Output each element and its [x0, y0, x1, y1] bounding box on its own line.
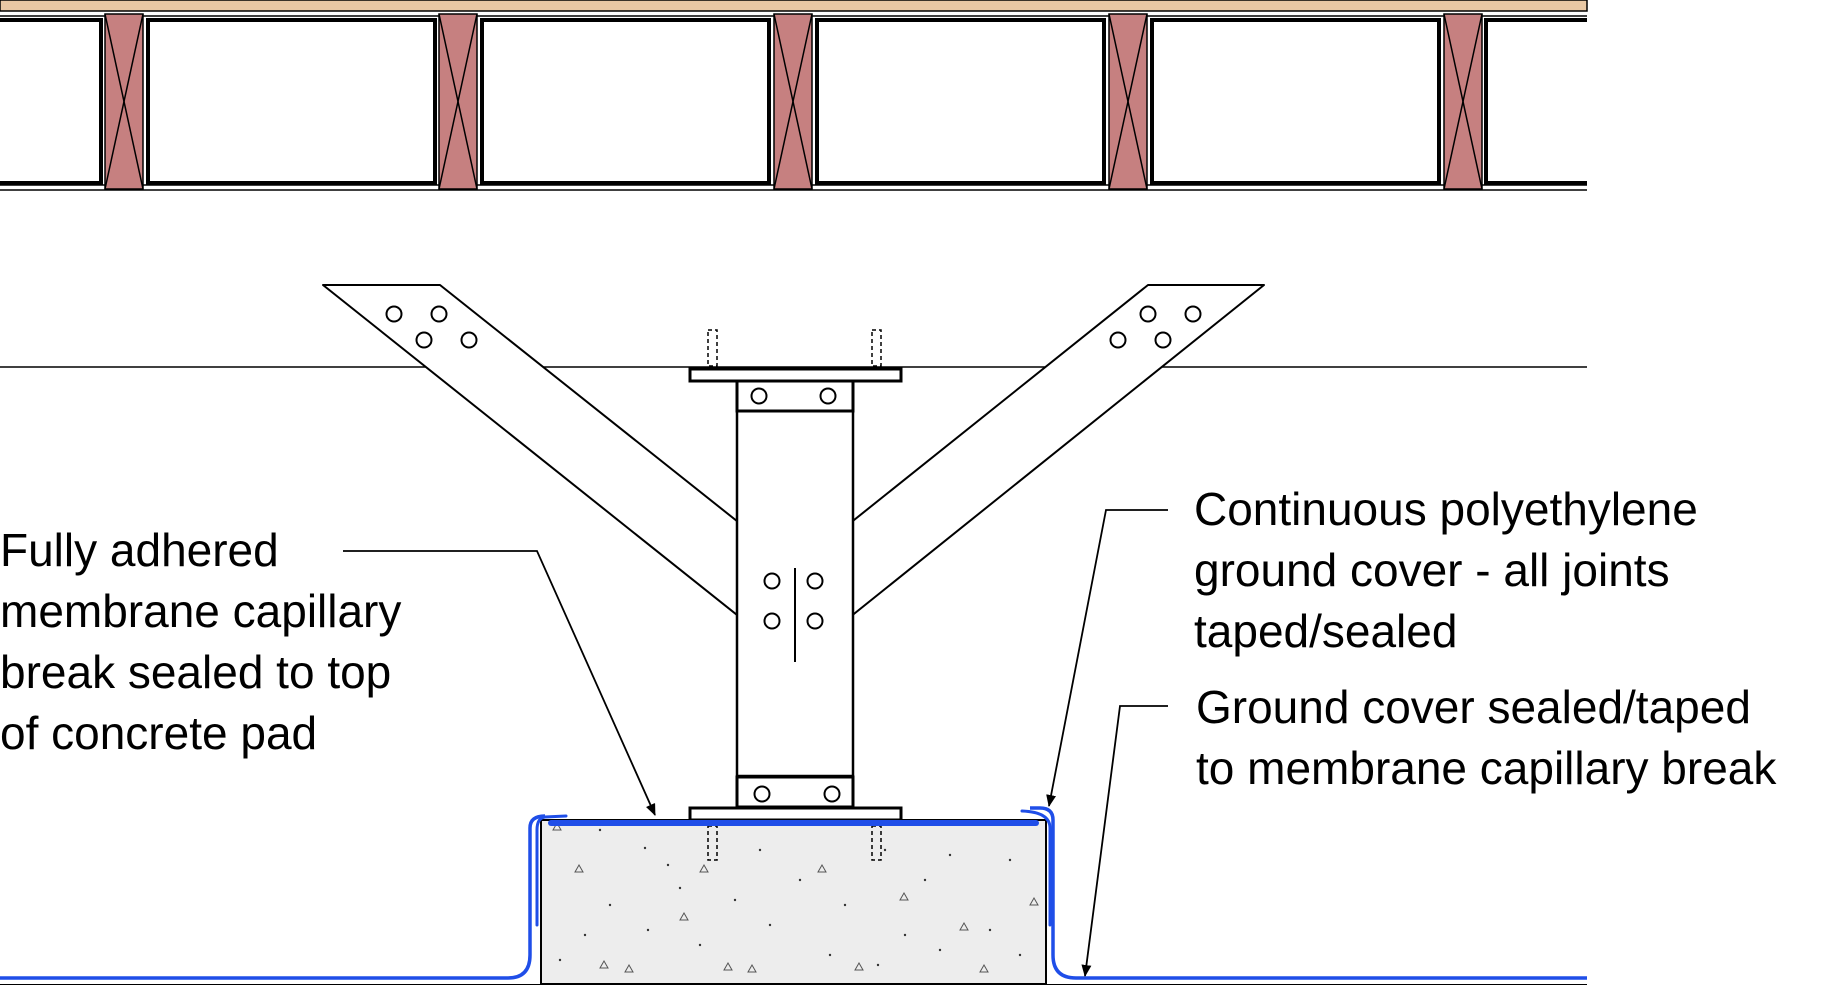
label-line: Ground cover sealed/taped	[1196, 681, 1751, 733]
label-line: Fully adhered	[0, 524, 279, 576]
label-line: ground cover - all joints	[1194, 544, 1670, 596]
label-ground-cover-sealed: Ground cover sealed/taped to membrane ca…	[1196, 677, 1776, 799]
leader-ground-cover	[1046, 509, 1168, 807]
concrete-aggregate	[552, 821, 1039, 973]
concrete-pad	[540, 819, 1047, 985]
label-ground-cover: Continuous polyethylene ground cover - a…	[1194, 479, 1698, 662]
bottom-post-bracket	[688, 775, 903, 822]
concrete-dots	[558, 828, 1022, 967]
label-line: taped/sealed	[1194, 605, 1458, 657]
top-post-bracket	[688, 329, 903, 413]
label-line: of concrete pad	[0, 707, 318, 759]
label-line: Continuous polyethylene	[1194, 483, 1698, 535]
floor-joist	[773, 13, 813, 190]
steel-post	[735, 378, 855, 778]
insulation-batts	[0, 18, 1587, 185]
floor-joists	[104, 13, 1483, 190]
leader-ground-cover-sealed	[1081, 705, 1168, 977]
floor-joist	[1108, 13, 1148, 190]
label-membrane-capillary-break: Fully adhered membrane capillary break s…	[0, 520, 401, 764]
polyethylene-ground-cover	[0, 806, 1587, 980]
label-line: break sealed to top	[0, 646, 392, 698]
label-line: to membrane capillary break	[1196, 742, 1777, 794]
floor-joist	[438, 13, 478, 190]
label-line: membrane capillary	[0, 585, 402, 637]
floor-joist	[104, 13, 144, 190]
floor-joist	[1443, 13, 1483, 190]
leader-membrane	[343, 550, 656, 816]
